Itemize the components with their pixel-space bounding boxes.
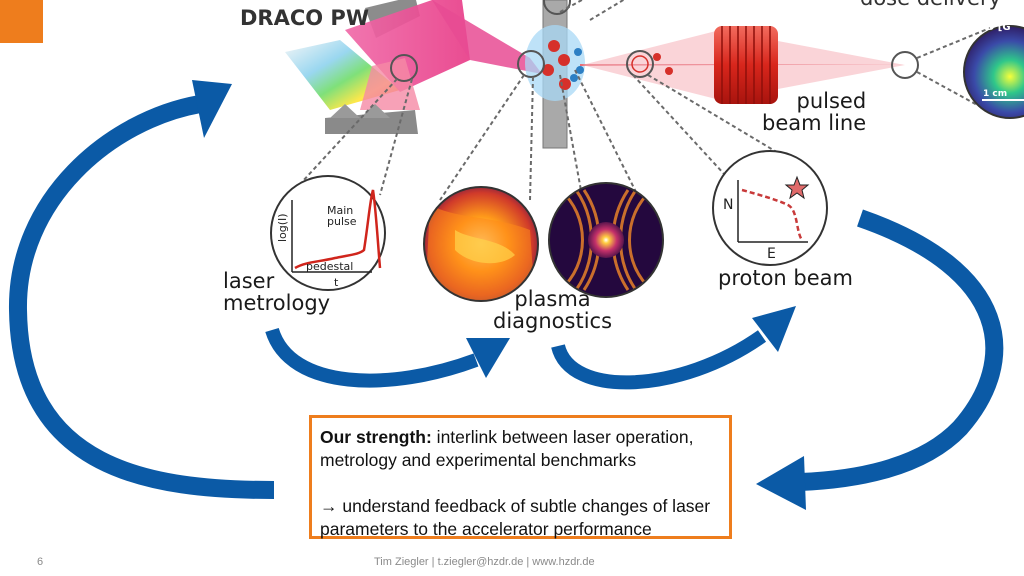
proton-xlabel: E (767, 246, 776, 262)
strength-text: interlink between laser operation, metro… (320, 427, 694, 470)
plasma-label-line2: diagnostics (493, 309, 613, 333)
dose-corner-label: D [G (986, 22, 1011, 33)
page-number: 6 (37, 556, 44, 568)
zoom-circle-laser (390, 54, 418, 82)
zoom-circle-dose (891, 51, 919, 79)
strength-paragraph: Our strength: interlink between laser op… (320, 426, 721, 472)
target-foil (525, 0, 585, 149)
pulsed-beam-line-label: pulsed beam line (762, 90, 866, 134)
pulsed-coil (714, 26, 778, 104)
corner-accent (0, 0, 43, 43)
strength-title: Our strength: (320, 427, 432, 447)
arrow-laser-to-plasma (265, 327, 479, 388)
laser-main-label: Main (327, 204, 353, 217)
zoom-circle-proton (626, 50, 654, 78)
arrow-right-loop (799, 209, 1004, 491)
plasma-label-line1: plasma (514, 287, 591, 311)
arrow-left-loop (8, 95, 275, 499)
svg-text:log(I): log(I) (276, 213, 289, 242)
laser-label-line1: laser (223, 269, 275, 293)
proton-beam-inset: N E (712, 150, 828, 266)
plasma-inset-a (423, 186, 539, 302)
laser-xlabel: t (334, 276, 339, 289)
pulsed-label-line2: beam line (762, 111, 867, 135)
proton-ylabel: N (723, 197, 733, 213)
feedback-arrows (8, 80, 1004, 510)
arrow-plasma-to-proton (551, 330, 767, 390)
pulsed-label-line1: pulsed (796, 89, 867, 113)
plasma-inset-b (548, 182, 664, 298)
laser-label-line2: metrology (223, 291, 331, 315)
laser-pulse-label: pulse (327, 215, 357, 228)
zoom-circle-plasma (517, 50, 545, 78)
laser-ylabel: log(I) (276, 213, 289, 242)
laser-pedestal-label: pedestal (306, 260, 353, 273)
laser-metrology-inset: log(I) Main pulse pedestal t (270, 175, 386, 291)
dose-delivery-label: dose delivery (860, 0, 1001, 10)
dose-inset: D [G 1 cm (963, 22, 1024, 119)
dose-scale-label: 1 cm (983, 89, 1007, 99)
draco-pw-label: DRACO PW (240, 6, 369, 30)
plasma-diagnostics-label: plasma diagnostics (493, 288, 612, 332)
laser-metrology-label: laser metrology (223, 270, 330, 314)
strength-conclusion: → understand feedback of subtle changes … (320, 496, 711, 539)
proton-beam-label: proton beam (718, 266, 853, 290)
footer-credit: Tim Ziegler | t.ziegler@hzdr.de | www.hz… (374, 556, 595, 568)
strength-box: Our strength: interlink between laser op… (309, 415, 732, 539)
draco-pw-optics (285, 0, 542, 134)
